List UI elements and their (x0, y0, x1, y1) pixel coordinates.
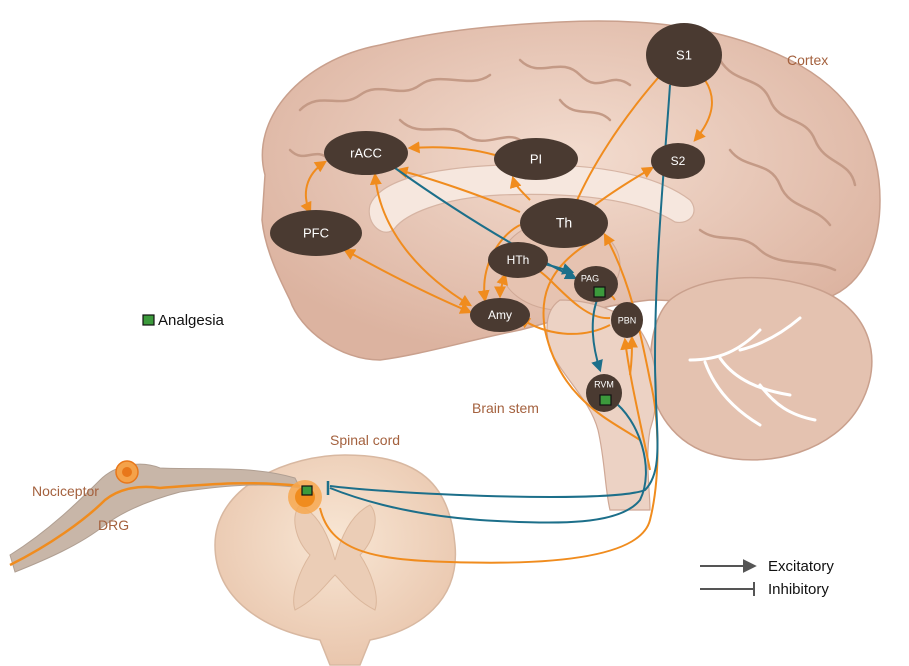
node-s1: S1 (646, 23, 722, 87)
node-amy-label: Amy (488, 308, 512, 322)
node-pbn-label: PBN (618, 315, 637, 325)
analgesia-legend-label: Analgesia (158, 312, 225, 329)
analgesia-marker-spinal (302, 486, 312, 495)
cortex-label: Cortex (787, 52, 828, 68)
node-s2-label: S2 (671, 154, 686, 168)
legend-excitatory: Excitatory (700, 558, 834, 575)
legend-analgesia: Analgesia (143, 312, 225, 329)
excitatory-legend-label: Excitatory (768, 558, 834, 575)
node-pi: PI (494, 138, 578, 180)
node-rvm: RVM (586, 374, 622, 412)
brain-stem-label: Brain stem (472, 400, 539, 416)
node-pag: PAG (574, 266, 618, 302)
node-racc-label: rACC (350, 145, 382, 160)
analgesia-marker-pag (594, 287, 605, 297)
node-pi-label: PI (530, 151, 542, 166)
node-th: Th (520, 198, 608, 248)
node-pfc-label: PFC (303, 225, 329, 240)
spinal-cord-label: Spinal cord (330, 432, 400, 448)
node-hth-label: HTh (507, 253, 530, 267)
node-s2: S2 (651, 143, 705, 179)
drg-label: DRG (98, 517, 129, 533)
analgesia-legend-marker (143, 315, 154, 325)
node-hth: HTh (488, 242, 548, 278)
legend-inhibitory: Inhibitory (700, 581, 829, 598)
node-pfc: PFC (270, 210, 362, 256)
node-s1-label: S1 (676, 47, 692, 62)
analgesia-marker-rvm (600, 395, 611, 405)
cerebellum-shape (650, 278, 872, 460)
node-pag-label: PAG (581, 273, 599, 283)
inhibitory-legend-label: Inhibitory (768, 581, 829, 598)
nociceptor-label: Nociceptor (32, 483, 99, 499)
node-pbn: PBN (611, 302, 643, 338)
node-rvm-label: RVM (594, 379, 614, 389)
node-amy: Amy (470, 298, 530, 332)
node-th-label: Th (556, 215, 572, 231)
node-racc: rACC (324, 131, 408, 175)
